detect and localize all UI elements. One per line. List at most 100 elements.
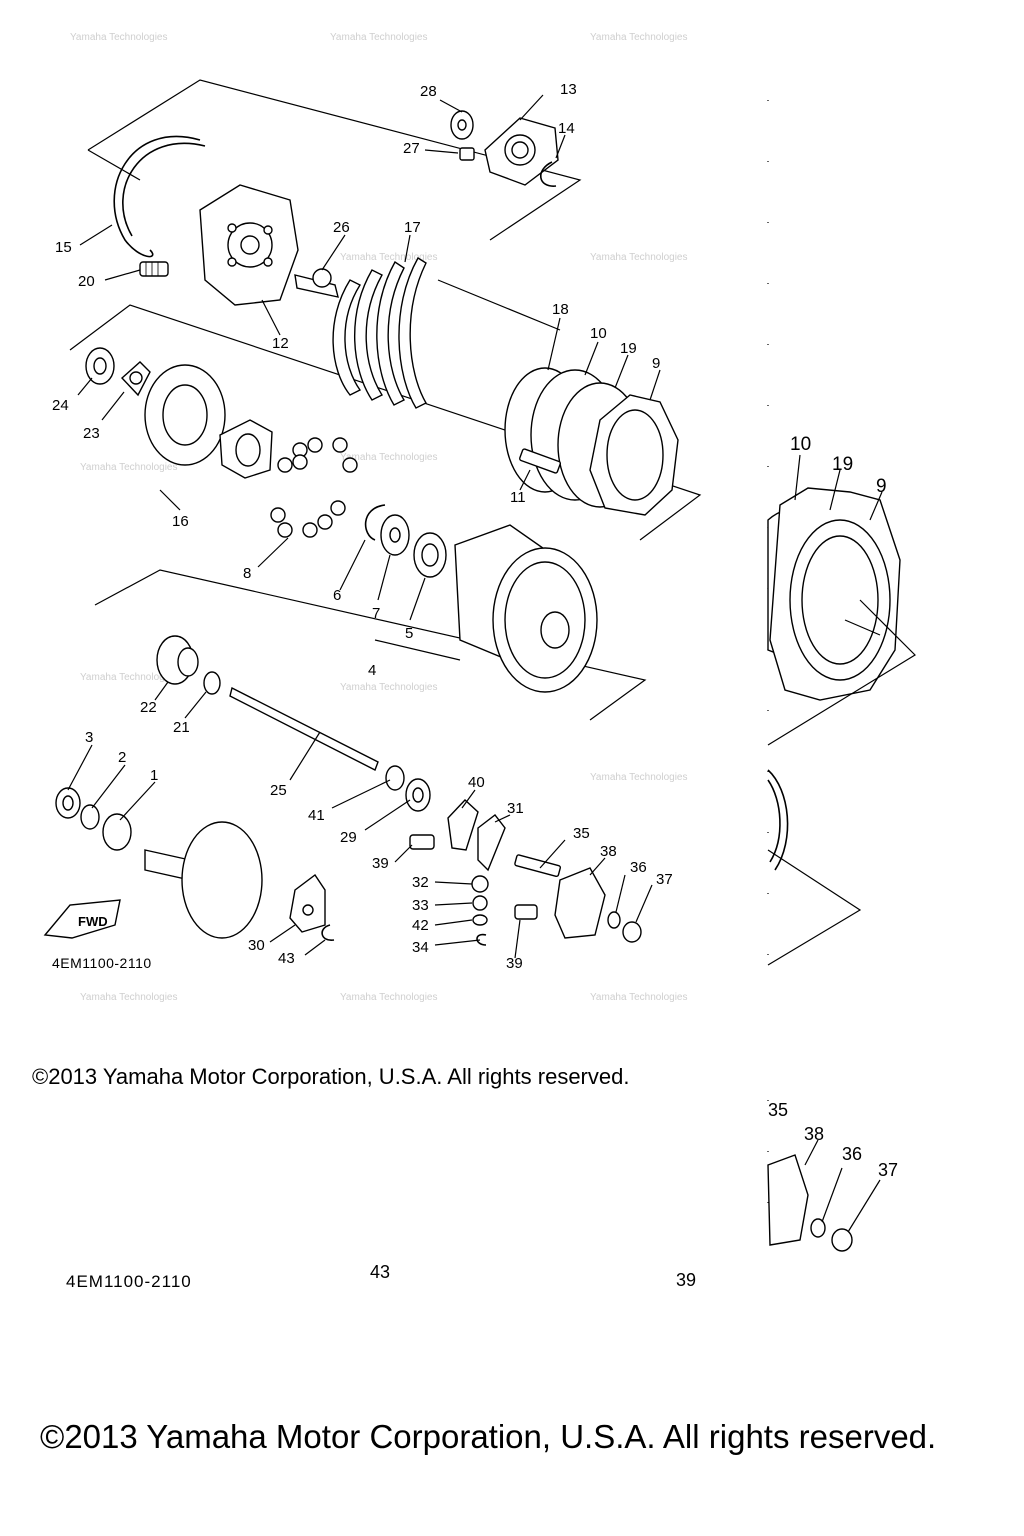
primary-driven-gear-part-4 bbox=[454, 524, 598, 693]
part-label-11: 11 bbox=[510, 489, 526, 506]
watermark: Yamaha Technologies bbox=[340, 252, 437, 263]
part-label-14: 14 bbox=[558, 120, 575, 137]
part-label-25: 25 bbox=[270, 782, 287, 799]
outline-top-group bbox=[87, 79, 582, 241]
circlip-part-14 bbox=[540, 161, 557, 187]
bolt-part-39 bbox=[409, 834, 435, 850]
screw-part-27 bbox=[459, 147, 475, 161]
watermark: Yamaha Technologies bbox=[330, 32, 427, 43]
circlip-part-6 bbox=[364, 504, 386, 541]
inset-label-36: 36 bbox=[842, 1144, 862, 1164]
inset-label-19: 19 bbox=[832, 454, 853, 475]
part-label-33: 33 bbox=[412, 897, 429, 914]
inset-label-37: 37 bbox=[878, 1160, 898, 1180]
watermark: Yamaha Technologies bbox=[80, 992, 177, 1003]
washer-part-41 bbox=[385, 765, 405, 791]
nut-part-37 bbox=[622, 921, 642, 943]
part-label-39: 39 bbox=[372, 855, 389, 872]
part-label-24: 24 bbox=[52, 397, 69, 414]
bracket-part-38 bbox=[554, 867, 606, 939]
part-label-39b: 39 bbox=[506, 955, 523, 972]
part-label-32: 32 bbox=[412, 874, 429, 891]
push-rod-part-25 bbox=[229, 686, 379, 771]
part-label-8: 8 bbox=[243, 565, 251, 582]
leader-lines bbox=[67, 94, 661, 959]
washer-part-7 bbox=[380, 514, 410, 556]
part-label-21: 21 bbox=[173, 719, 190, 736]
lever-part-40 bbox=[447, 799, 479, 851]
nut-part-24 bbox=[85, 347, 115, 385]
part-label-19: 19 bbox=[620, 340, 637, 357]
watermark: Yamaha Technologies bbox=[80, 672, 177, 683]
clip-part-43 bbox=[321, 924, 335, 941]
outline-line bbox=[87, 149, 141, 181]
bolt-part-39b bbox=[514, 904, 538, 920]
watermark: Yamaha Technologies bbox=[340, 682, 437, 693]
part-label-17: 17 bbox=[404, 219, 421, 236]
crankshaft-assembly bbox=[144, 821, 263, 939]
part-label-6: 6 bbox=[333, 587, 341, 604]
part-label-23: 23 bbox=[83, 425, 100, 442]
zoom-inset-clutch-pack: 10 19 9 bbox=[767, 100, 916, 1000]
pressure-plate bbox=[199, 184, 299, 306]
part-label-9: 9 bbox=[652, 355, 660, 372]
outline-line bbox=[437, 279, 561, 331]
nut-part-3 bbox=[55, 787, 81, 819]
copyright-notice-large: ©2013 Yamaha Motor Corporation, U.S.A. A… bbox=[40, 1418, 937, 1455]
clip-part-34 bbox=[476, 933, 487, 946]
part-label-37: 37 bbox=[656, 871, 673, 888]
diagram-code: 4EM1100-2110 bbox=[52, 955, 152, 971]
part-label-16: 16 bbox=[172, 513, 189, 530]
part-label-31: 31 bbox=[507, 800, 524, 817]
lock-washer-part-23 bbox=[120, 361, 151, 397]
part-label-13: 13 bbox=[560, 81, 577, 98]
washer-part-28 bbox=[450, 110, 474, 140]
watermark: Yamaha Technologies bbox=[340, 992, 437, 1003]
part-label-12: 12 bbox=[272, 335, 289, 352]
watermark: Yamaha Technologies bbox=[590, 32, 687, 43]
circlip-ring-inner bbox=[122, 142, 206, 237]
part-label-15: 15 bbox=[55, 239, 72, 256]
fwd-arrow: FWD bbox=[43, 899, 121, 939]
part-label-3: 3 bbox=[85, 729, 93, 746]
circlip-ring bbox=[113, 135, 201, 258]
part-label-36: 36 bbox=[630, 859, 647, 876]
bolt-part-20 bbox=[139, 261, 169, 277]
watermark: Yamaha Technologies bbox=[340, 452, 437, 463]
part-label-35: 35 bbox=[573, 825, 590, 842]
part-label-29: 29 bbox=[340, 829, 357, 846]
push-lever-part-22 bbox=[156, 635, 199, 685]
cam-part-31 bbox=[477, 814, 506, 872]
friction-plates-part-17 bbox=[332, 257, 427, 409]
part-number-labels: 28 13 14 27 15 20 26 17 12 18 10 19 9 11… bbox=[52, 81, 673, 972]
part-label-1: 1 bbox=[150, 767, 158, 784]
watermark: Yamaha Technologies bbox=[590, 992, 687, 1003]
part-label-7: 7 bbox=[372, 605, 380, 622]
zoom-inset-bracket: 35 38 36 37 bbox=[767, 1100, 898, 1252]
part-label-28: 28 bbox=[420, 83, 437, 100]
cut-diagram-code: 4EM1100-2110 bbox=[66, 1272, 192, 1291]
watermark-layer: Yamaha Technologies Yamaha Technologies … bbox=[70, 32, 687, 1003]
part-label-5: 5 bbox=[405, 625, 413, 642]
watermark: Yamaha Technologies bbox=[590, 252, 687, 263]
inset-label-38: 38 bbox=[804, 1124, 824, 1144]
part-label-41: 41 bbox=[308, 807, 325, 824]
bearing-part-5 bbox=[413, 532, 447, 578]
spring-bolt-part-11 bbox=[519, 448, 561, 474]
watermark: Yamaha Technologies bbox=[80, 462, 177, 473]
fwd-label: FWD bbox=[78, 914, 108, 929]
cut-part-label-43: 43 bbox=[370, 1262, 391, 1282]
part-label-42: 42 bbox=[412, 917, 429, 934]
part-label-2: 2 bbox=[118, 749, 126, 766]
spacer-part-33 bbox=[472, 895, 488, 911]
part-label-20: 20 bbox=[78, 273, 95, 290]
clutch-boss-part-16 bbox=[144, 364, 273, 479]
push-rod-part-26 bbox=[294, 268, 339, 298]
washer-part-21 bbox=[203, 671, 221, 695]
gear-part-1 bbox=[102, 813, 132, 851]
bolt-part-35 bbox=[514, 854, 562, 878]
clutch-pack-parts-18-10-19-9 bbox=[504, 367, 679, 516]
part-label-4: 4 bbox=[368, 662, 376, 679]
inset-label-10: 10 bbox=[790, 434, 811, 455]
